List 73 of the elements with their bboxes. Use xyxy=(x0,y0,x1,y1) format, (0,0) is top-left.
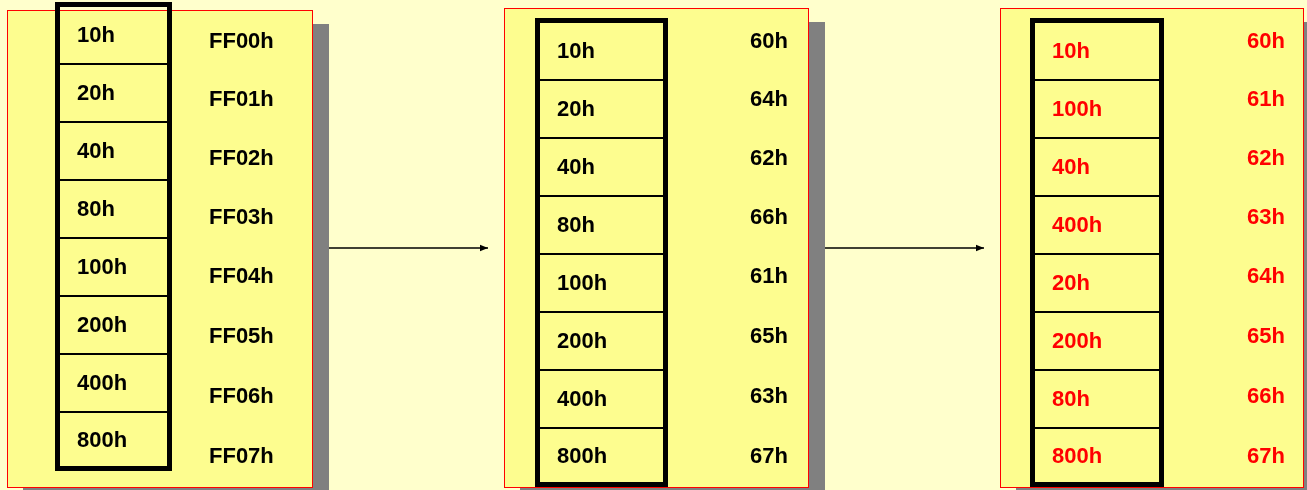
table-cell xyxy=(1030,139,1164,197)
address-label: 60h xyxy=(750,28,788,54)
address-label: FF02h xyxy=(209,145,274,171)
cell-value: 20h xyxy=(77,80,115,106)
table-cell xyxy=(535,81,668,139)
cell-value: 800h xyxy=(1052,442,1103,469)
address-label: FF01h xyxy=(209,86,274,112)
cell-value: 800h xyxy=(557,442,608,469)
table-cell xyxy=(535,197,668,255)
cell-value: 40h xyxy=(557,154,595,180)
table-cell xyxy=(1030,313,1164,371)
cell-value: 20h xyxy=(1052,270,1090,296)
table-cell xyxy=(55,181,172,239)
table-cell xyxy=(535,255,668,313)
cell-value: 100h xyxy=(1052,96,1103,122)
cell-value: 40h xyxy=(77,138,115,164)
cell-value: 100h xyxy=(77,254,128,280)
cell-value: 200h xyxy=(1052,328,1103,354)
address-label: FF06h xyxy=(209,383,274,409)
table-cell xyxy=(55,355,172,413)
table-cell xyxy=(535,18,668,81)
cell-value: 800h xyxy=(77,426,128,453)
table-cell xyxy=(1030,81,1164,139)
table-cell xyxy=(1030,429,1164,487)
cell-value: 400h xyxy=(77,370,128,396)
cell-value: 10h xyxy=(1052,38,1090,64)
address-label: 67h xyxy=(750,443,788,469)
address-label: 61h xyxy=(1247,86,1285,112)
cell-value: 10h xyxy=(557,38,595,64)
address-label: 60h xyxy=(1247,28,1285,54)
table-cell xyxy=(55,239,172,297)
address-label: 67h xyxy=(1247,443,1285,469)
table-cell xyxy=(535,371,668,429)
cell-value: 10h xyxy=(77,22,115,48)
address-label: 66h xyxy=(1247,383,1285,409)
address-label: 61h xyxy=(750,263,788,289)
table-cell xyxy=(1030,255,1164,313)
address-label: 62h xyxy=(750,145,788,171)
cell-value: 80h xyxy=(1052,386,1090,412)
address-label: FF05h xyxy=(209,323,274,349)
address-label: 63h xyxy=(1247,204,1285,230)
cell-value: 80h xyxy=(557,212,595,238)
table-cell xyxy=(535,313,668,371)
table-cell xyxy=(1030,371,1164,429)
address-label: FF07h xyxy=(209,443,274,469)
cell-value: 80h xyxy=(77,196,115,222)
cell-value: 20h xyxy=(557,96,595,122)
table-cell xyxy=(535,429,668,487)
table-cell xyxy=(1030,197,1164,255)
cell-value: 400h xyxy=(557,386,608,412)
address-label: FF03h xyxy=(209,204,274,230)
table-cell xyxy=(55,413,172,471)
address-label: 63h xyxy=(750,383,788,409)
cell-value: 400h xyxy=(1052,212,1103,238)
address-label: 64h xyxy=(1247,263,1285,289)
cell-value: 200h xyxy=(557,328,608,354)
cell-value: 200h xyxy=(77,312,128,338)
table-cell xyxy=(55,297,172,355)
address-label: 65h xyxy=(750,323,788,349)
table-cell xyxy=(535,139,668,197)
table-cell xyxy=(55,123,172,181)
cell-value: 100h xyxy=(557,270,608,296)
address-label: 64h xyxy=(750,86,788,112)
address-label: FF04h xyxy=(209,263,274,289)
cell-value: 40h xyxy=(1052,154,1090,180)
table-cell xyxy=(1030,18,1164,81)
table-panel xyxy=(1000,8,1304,488)
address-label: 65h xyxy=(1247,323,1285,349)
address-label: 66h xyxy=(750,204,788,230)
address-label: 62h xyxy=(1247,145,1285,171)
table-cell xyxy=(55,65,172,123)
address-label: FF00h xyxy=(209,28,274,54)
table-cell xyxy=(55,2,172,65)
